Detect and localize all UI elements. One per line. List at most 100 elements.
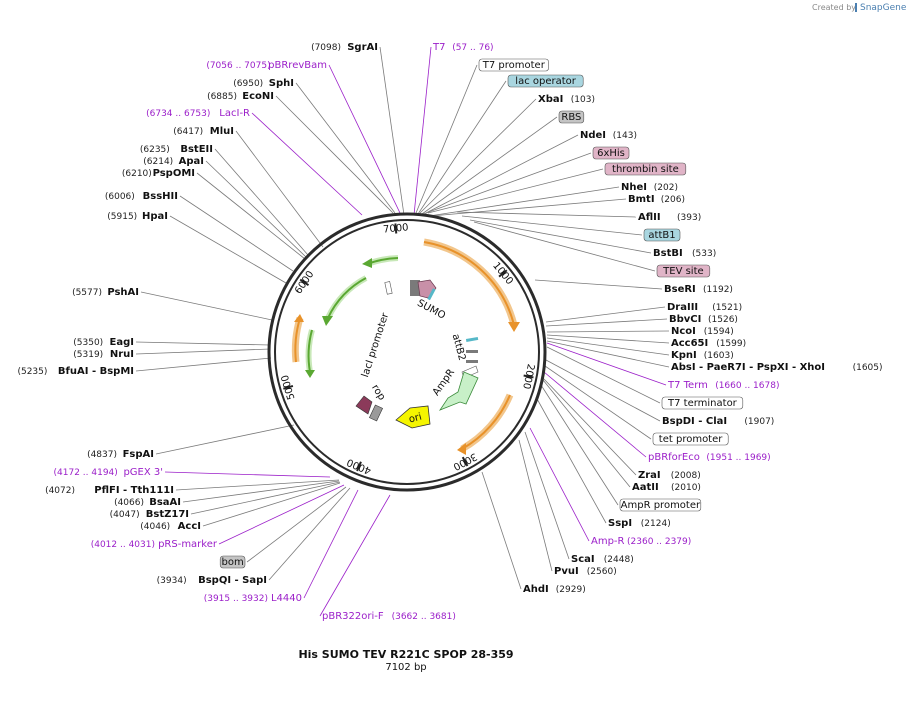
label-tev-site: TEV site (473, 221, 711, 278)
leader-line (421, 116, 558, 215)
leader-line (546, 342, 667, 386)
leader-line (545, 306, 666, 323)
feature-name: bom (221, 557, 243, 568)
label-name: BseRI (664, 284, 696, 295)
leader-line (415, 64, 478, 214)
label-ampr-promoter: AmpR promoter (540, 384, 702, 512)
label-tet-promoter: tet promoter (544, 365, 729, 446)
leader-line (469, 219, 652, 254)
label-bspqi-sapi: BspQI - SapI(3934) (157, 487, 351, 586)
label-position: (1192) (703, 285, 733, 295)
feature-name: T7 promoter (482, 60, 546, 71)
plasmid-size: 7102 bp (385, 662, 426, 673)
feature-box (619, 498, 702, 512)
label-name: ScaI (571, 554, 595, 565)
label-name: KpnI (671, 350, 697, 361)
label-position: (2008) (671, 471, 701, 481)
label-position: (1605) (853, 363, 883, 373)
label-aflii: AflII(393) (456, 211, 701, 223)
label-position: (1599) (716, 339, 746, 349)
feature-name: tet promoter (659, 434, 723, 445)
label-t7-term: T7 Term(1660 .. 1678) (546, 342, 779, 391)
leader-line (545, 359, 661, 422)
feature-name: TEV site (662, 266, 704, 277)
feature-box (507, 74, 584, 88)
label-name: Amp-R (591, 536, 625, 547)
tick-label: 7000 (383, 222, 409, 235)
leader-line (456, 211, 637, 218)
label-position: (7056 .. 7075) (206, 61, 270, 71)
label-position: (4046) (140, 522, 170, 532)
label-nhei: NheI(202) (428, 182, 678, 217)
credit-brand: SnapGene (860, 3, 907, 13)
label-name: AbsI - PaeR7I - PspXI - XhoI (671, 362, 825, 373)
label-pshai: PshAI(5577) (72, 287, 273, 321)
leader-line (169, 215, 287, 284)
label-sspi: SspI(2124) (535, 396, 671, 529)
label-pgex-3: pGEX 3'(4172 .. 4194) (54, 467, 331, 478)
label-position: (2124) (641, 519, 671, 529)
label-name: BstBI (653, 248, 683, 259)
label-position: (2929) (556, 585, 586, 595)
label-name: BsaAI (149, 497, 181, 508)
leader-line (155, 424, 295, 455)
leader-line (518, 439, 553, 572)
label-name: ApaI (179, 156, 204, 167)
leader-line (246, 486, 347, 563)
tick-mark (356, 461, 362, 472)
label-position: (5915) (107, 212, 137, 222)
label-ncoi: NcoI(1594) (546, 326, 734, 337)
leader-line (251, 112, 363, 216)
label-l4440: L4440(3915 .. 3932) (204, 489, 359, 604)
leader-line (268, 487, 351, 581)
feature-name: thrombin site (612, 164, 679, 175)
label-laci-r: LacI-R(6734 .. 6753) (146, 108, 363, 216)
label-pbr322ori-f: pBR322ori-F(3662 .. 3681) (319, 494, 456, 622)
leader-line (328, 64, 401, 214)
label-name: PflFI - Tth111I (94, 485, 174, 496)
feature-box (592, 146, 630, 160)
leader-line (542, 379, 631, 488)
leader-line (545, 318, 668, 327)
label-name: pBRforEco (648, 452, 700, 463)
label-name: pBRrevBam (268, 60, 327, 71)
tick-label: 6000 (293, 269, 316, 296)
label-acc65i: Acc65I(1599) (546, 334, 746, 349)
label-eagi: EagI(5350) (73, 337, 271, 348)
label-absi-paer7i-pspxi-xhoi: AbsI - PaeR7I - PspXI - XhoI (1605) (546, 340, 883, 373)
feature-box (652, 432, 729, 446)
label-bsaai: BsaAI(4066) (114, 480, 340, 508)
label-apai: ApaI (6214) (143, 156, 307, 258)
leader-line (546, 340, 670, 368)
label-position: (143) (613, 131, 637, 141)
feature-label-sumo: SUMO (415, 298, 447, 322)
label-position: (206) (661, 195, 685, 205)
label-bbvci: BbvCI(1526) (545, 314, 738, 327)
label-name: SphI (269, 78, 294, 89)
leader-line (379, 46, 405, 216)
label-position: (6214) (143, 157, 173, 167)
leader-line (430, 198, 627, 217)
leader-line (546, 346, 661, 404)
label-position: (6950) (233, 79, 263, 89)
label-name: T7 (432, 42, 445, 53)
feature-box (604, 162, 687, 176)
label-position: (3915 .. 3932) (204, 594, 268, 604)
label-position: (1951 .. 1969) (706, 453, 770, 463)
label-position: (5577) (72, 288, 102, 298)
leader-line (135, 357, 272, 372)
feature-name: 6xHis (597, 148, 625, 159)
leader-line (140, 291, 273, 321)
label-position: (6734 .. 6753) (146, 109, 210, 119)
label-rbs: RBS (421, 110, 585, 215)
label-t7: T7(57 .. 76) (413, 42, 494, 216)
label-name: T7 Term (667, 380, 708, 391)
features (291, 238, 520, 455)
label-position: (5319) (73, 350, 103, 360)
label-zrai: ZraI(2008) (542, 377, 701, 481)
ampr-arrow (438, 371, 479, 411)
label-t7-promoter: T7 promoter (415, 58, 549, 214)
leader-line (534, 279, 663, 290)
label-bspdi-clai: BspDI - ClaI(1907) (545, 359, 774, 427)
leader-line (535, 396, 607, 524)
